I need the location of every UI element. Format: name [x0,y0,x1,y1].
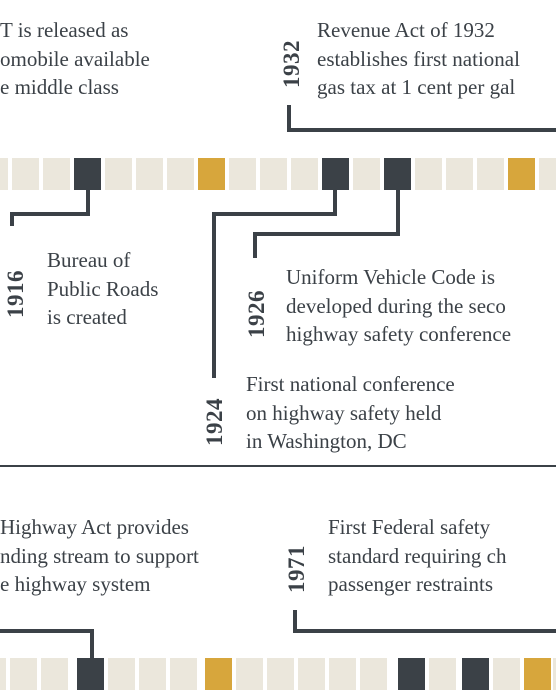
event-1932-text: Revenue Act of 1932 establishes first na… [317,18,520,99]
year-square [105,158,132,190]
year-square [291,158,318,190]
year-square [477,158,504,190]
year-square [139,658,166,690]
timeline-strip-top [0,158,556,190]
year-square [429,658,456,690]
year-square [10,658,37,690]
year-square [329,658,356,690]
year-square [415,158,442,190]
year-square [170,658,197,690]
year-square [41,658,68,690]
connector-1926-horizontal [253,232,400,236]
event-model-t-text: T is released as omobile available e mid… [0,18,150,99]
year-square [167,158,194,190]
event-1916-text: Bureau of Public Roads is created [47,248,159,329]
event-1971-text: First Federal safety standard requiring … [328,515,507,596]
decade-square [524,658,551,690]
year-square [43,158,70,190]
year-square [0,158,8,190]
year-square [553,658,556,690]
year-square [136,158,163,190]
decade-square [198,158,225,190]
event-1926-text: Uniform Vehicle Code is developed during… [286,265,512,346]
year-square [298,658,325,690]
connector-1926-vertical-bottom [253,232,257,258]
year-square-marked [77,658,104,690]
year-square [360,658,387,690]
connector-1916-horizontal [10,212,90,216]
year-square-marked [398,658,425,690]
year-square-marked [74,158,101,190]
connector-highway-act-vertical [90,629,94,659]
year-square [539,158,556,190]
year-square [108,658,135,690]
connector-1932-vertical [287,105,291,131]
year-1971: 1971 [284,545,309,593]
year-square-marked [462,658,489,690]
year-square [353,158,380,190]
event-highway-act-text: Highway Act provides nding stream to sup… [0,515,199,596]
decade-square [508,158,535,190]
year-square-marked [322,158,349,190]
year-square [12,158,39,190]
event-1924-text: First national conference on highway saf… [246,372,455,453]
timeline-strip-bottom [0,658,556,690]
connector-1916-vertical-bottom [10,212,14,226]
year-square [236,658,263,690]
year-square [0,658,6,690]
year-1926: 1926 [244,290,269,338]
connector-1926-vertical-top [396,190,400,236]
year-square [229,158,256,190]
section-divider [0,465,556,467]
connector-1924-vertical [212,212,216,378]
connector-1916-vertical-top [86,190,90,216]
year-square [267,658,294,690]
year-square-marked [384,158,411,190]
year-square [260,158,287,190]
connector-1924-horizontal [212,212,337,216]
year-1924: 1924 [202,398,227,446]
connector-1971-vertical [293,610,297,633]
decade-square [205,658,232,690]
connector-1932-horizontal [287,128,556,132]
year-1916: 1916 [3,270,28,318]
connector-1924-vertical-top [333,190,337,216]
year-square [446,158,473,190]
connector-highway-act-horizontal [0,629,94,633]
connector-1971-horizontal [293,629,556,633]
year-square [493,658,520,690]
year-1932: 1932 [279,40,304,88]
